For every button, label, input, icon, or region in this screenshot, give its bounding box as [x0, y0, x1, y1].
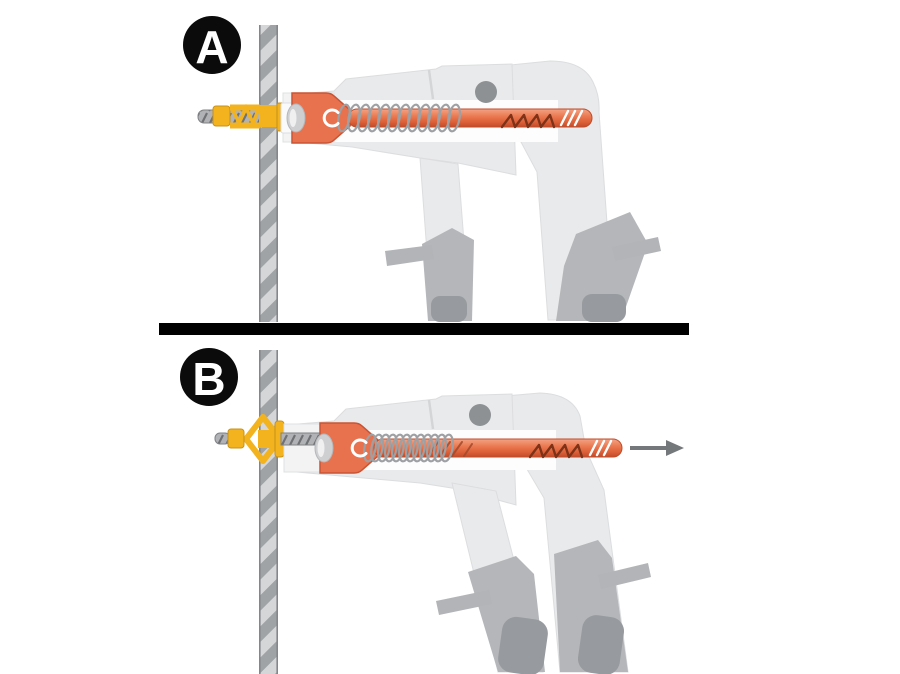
spring-retainer-ring: [322, 108, 340, 128]
rear-handle-peg: [612, 237, 661, 261]
hollow-wall-anchor-collapsed: [214, 414, 285, 464]
anchor-body-in-wall: [258, 430, 278, 448]
rear-handle-grip: [582, 294, 626, 322]
wall: [258, 25, 279, 322]
mandrel-rod: [347, 108, 593, 129]
rear-handle-peg: [598, 563, 651, 589]
front-handle-peg: [436, 590, 492, 615]
label-circle: [180, 348, 238, 406]
step-label-a: A: [183, 16, 241, 74]
label-text: B: [192, 353, 225, 405]
anchor-body-in-wall: [259, 105, 279, 127]
chuck-highlight: [289, 109, 297, 127]
label-text: A: [195, 21, 228, 73]
rear-handle-grip: [577, 615, 625, 674]
front-handle-grip: [498, 616, 548, 674]
front-handle-grip: [431, 296, 467, 322]
pivot-pin: [469, 404, 491, 426]
panel-b: B: [180, 348, 684, 674]
anchor-cap: [227, 428, 245, 449]
setting-tool: [280, 392, 684, 674]
pull-direction-arrow-icon: [630, 440, 684, 456]
spring-retainer-ring: [350, 438, 368, 458]
rod-thread-marks: [500, 113, 556, 129]
wall: [258, 350, 279, 674]
chuck-highlight: [317, 439, 325, 457]
rod-thread-marks: [528, 443, 584, 459]
rear-handle-clamp: [556, 212, 648, 321]
rod-slash-marks: [588, 439, 613, 457]
anchor-cap: [212, 105, 231, 127]
panel-a: A: [183, 16, 661, 322]
hollow-wall-anchor: [197, 102, 297, 132]
step-label-b: B: [180, 348, 238, 406]
front-handle-peg: [385, 245, 434, 266]
body-seam: [427, 69, 435, 100]
panel-divider: [159, 323, 689, 335]
pivot-pin: [475, 81, 497, 103]
rod-slash-marks: [559, 109, 584, 127]
setting-tool: [280, 60, 661, 322]
anchor-sleeve: [230, 103, 261, 129]
body-seam: [427, 399, 435, 430]
label-circle: [183, 16, 241, 74]
